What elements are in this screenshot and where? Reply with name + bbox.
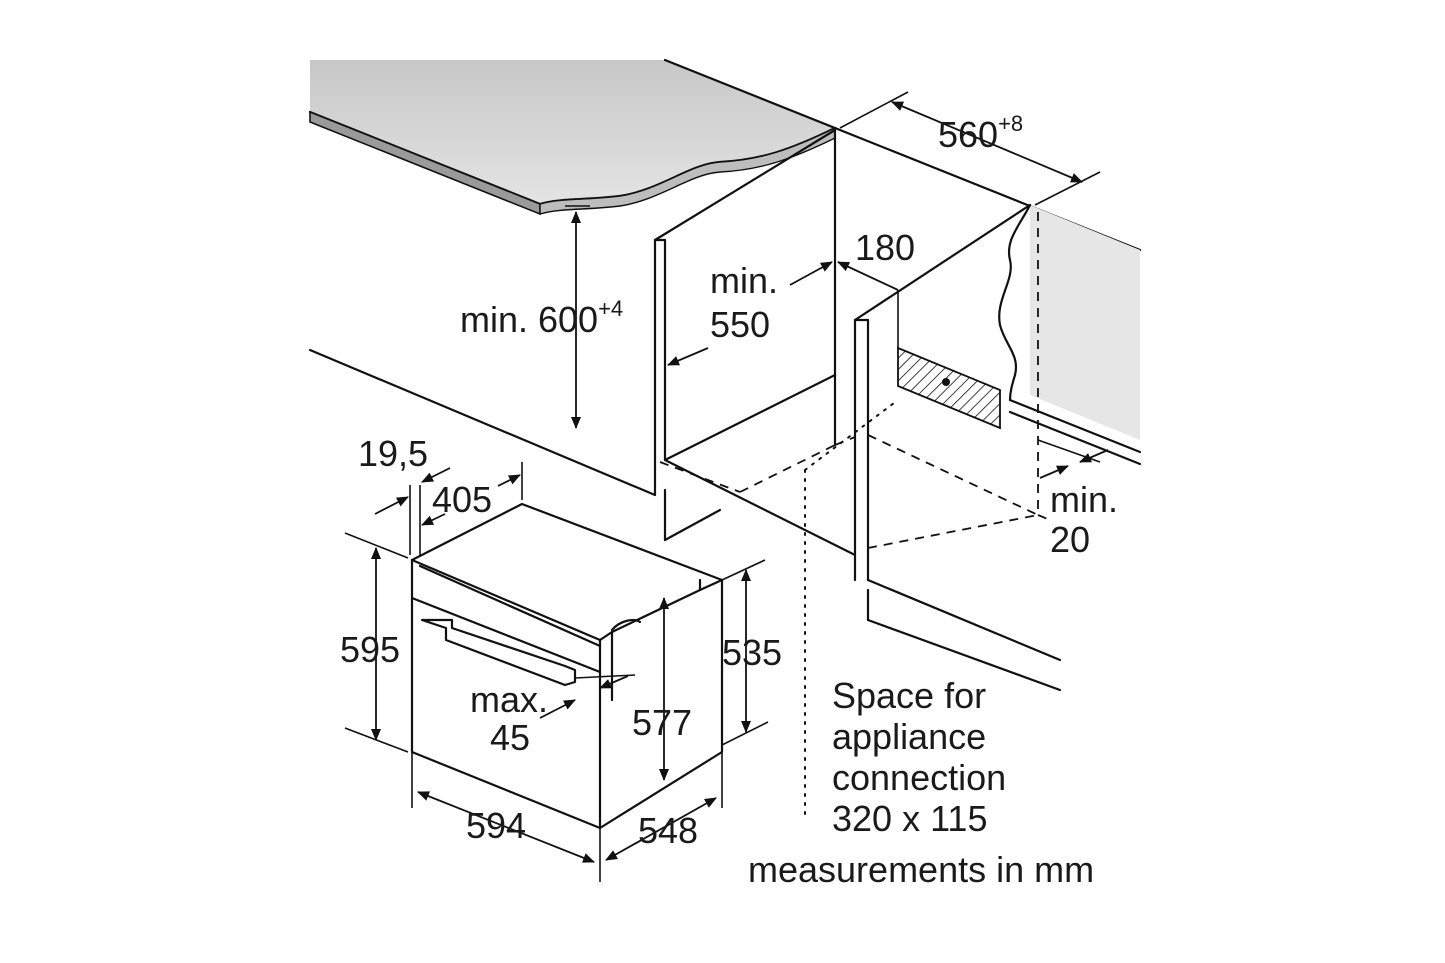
label-connection-offset: 180: [855, 227, 915, 268]
label-niche-width: 560+8: [938, 111, 1023, 155]
oven-appliance: [410, 502, 724, 830]
label-depth-min: min.: [710, 260, 778, 301]
worktop-left: [308, 60, 837, 216]
connection-area: [897, 290, 1001, 430]
note-connection-line4: 320 x 115: [832, 798, 987, 839]
dimension-lines: [344, 91, 1109, 882]
label-front-panel: 19,5: [358, 433, 428, 474]
label-handle-value: 45: [490, 717, 530, 758]
label-depth-value: 550: [710, 304, 770, 345]
left-cabinet: [308, 128, 857, 557]
label-rear-gap-min: min.: [1050, 479, 1118, 520]
label-appliance-height: 595: [340, 629, 400, 670]
note-connection-line1: Space for: [832, 675, 986, 716]
label-body-height-front: 577: [632, 702, 692, 743]
label-handle-max: max.: [470, 679, 548, 720]
label-appliance-depth: 548: [638, 810, 698, 851]
note-connection-line2: appliance: [832, 716, 986, 757]
label-top-depth: 405: [432, 479, 492, 520]
label-rear-gap-value: 20: [1050, 519, 1090, 560]
label-body-height: 535: [722, 632, 782, 673]
note-units: measurements in mm: [748, 849, 1094, 890]
right-cabinet: [853, 203, 1142, 692]
label-niche-height: min. 600+4: [460, 296, 623, 340]
connection-leader: [804, 399, 899, 819]
note-connection-line3: connection: [832, 757, 1006, 798]
label-appliance-width: 594: [466, 805, 526, 846]
niche-outline: [659, 212, 1051, 549]
